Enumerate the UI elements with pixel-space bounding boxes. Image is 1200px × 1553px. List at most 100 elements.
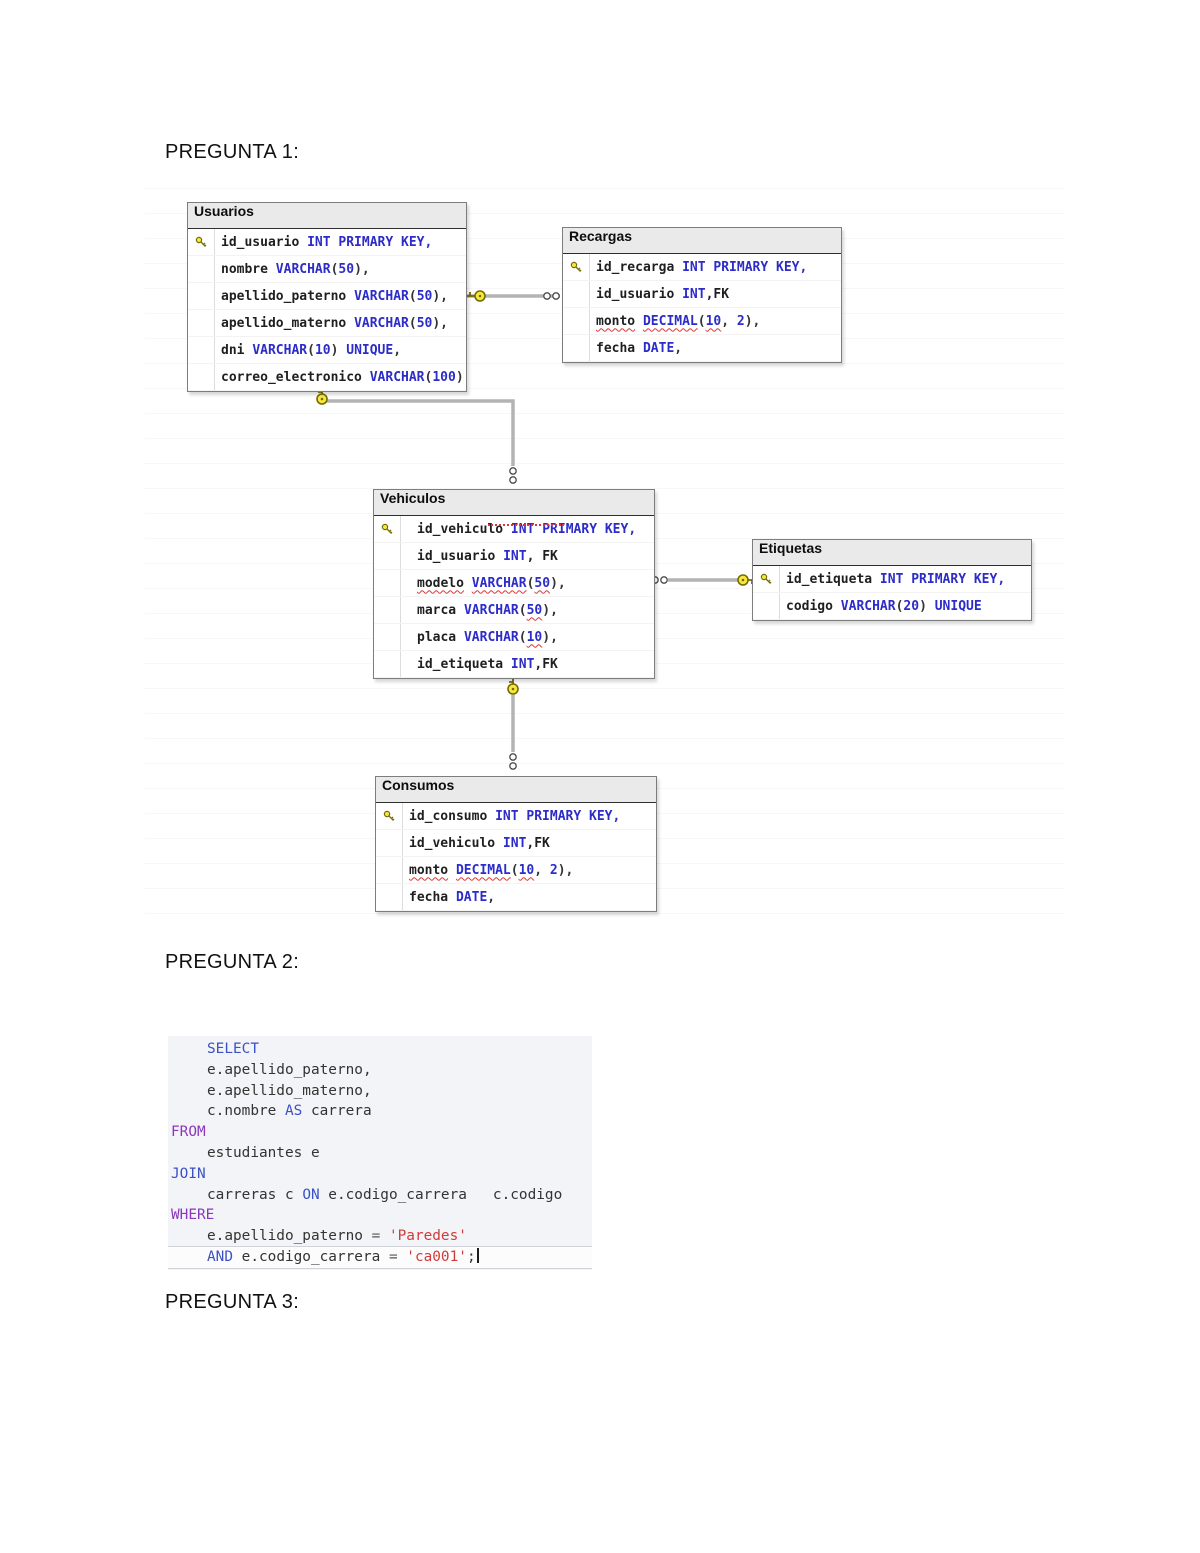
er-column-row: fecha DATE, [563, 335, 841, 362]
row-gutter [188, 256, 215, 282]
column-definition: marca VARCHAR(50), [401, 603, 558, 618]
column-definition: modelo VARCHAR(50), [401, 576, 566, 591]
text-segment: ( [518, 629, 527, 645]
text-segment: VARCHAR [354, 315, 409, 331]
text-segment: ( [526, 575, 535, 591]
text-segment: ), [542, 629, 558, 645]
row-gutter [753, 593, 780, 619]
row-gutter [188, 337, 215, 363]
row-gutter [374, 597, 401, 623]
er-column-row: apellido_materno VARCHAR(50), [188, 310, 466, 337]
column-definition: id_etiqueta INT PRIMARY KEY, [780, 572, 1005, 587]
primary-key-icon [753, 566, 780, 592]
column-definition: monto DECIMAL(10, 2), [403, 863, 573, 878]
text-segment: carreras c [207, 1186, 303, 1203]
column-definition: id_vehiculo INT,FK [403, 836, 550, 851]
text-segment: ) [330, 342, 347, 358]
text-segment: marca [417, 602, 464, 618]
text-segment: 10 [705, 313, 722, 329]
text-segment: dni [221, 342, 253, 358]
text-segment: monto [409, 862, 449, 878]
er-column-row: id_usuario INT, FK [374, 543, 654, 570]
column-definition: id_recarga INT PRIMARY KEY, [590, 260, 807, 275]
text-segment: id_recarga [596, 259, 683, 275]
er-column-row: dni VARCHAR(10) UNIQUE, [188, 337, 466, 364]
er-column-row: id_usuario INT,FK [563, 281, 841, 308]
text-segment: DATE [455, 889, 488, 905]
row-gutter [376, 857, 403, 883]
text-segment: , [721, 313, 737, 329]
text-segment: ON [302, 1186, 320, 1203]
er-column-row: id_vehiculo INT,FK [376, 830, 656, 857]
er-table-title: Recargas [563, 228, 841, 254]
text-segment: fecha [409, 889, 456, 905]
column-definition: id_usuario INT, FK [401, 549, 558, 564]
text-segment: UNIQUE [934, 598, 982, 614]
relationship-line-usuarios-vehiculos [322, 399, 515, 466]
er-table-title: Vehiculos [374, 490, 654, 516]
text-segment: VARCHAR [840, 598, 896, 614]
er-column-row: apellido_paterno VARCHAR(50), [188, 283, 466, 310]
column-definition: id_usuario INT,FK [590, 287, 729, 302]
many-circles-icon [509, 467, 517, 484]
text-segment: AS [284, 1103, 303, 1120]
text-segment [448, 863, 456, 878]
text-segment: ), [432, 288, 448, 304]
text-segment: = [388, 1248, 407, 1265]
er-column-row: nombre VARCHAR(50), [188, 256, 466, 283]
er-column-row: modelo VARCHAR(50), [374, 570, 654, 597]
text-segment: 50 [526, 602, 543, 618]
text-segment: nombre [221, 261, 276, 277]
primary-key-icon [376, 803, 403, 829]
column-definition: monto DECIMAL(10, 2), [590, 314, 760, 329]
row-gutter [376, 830, 403, 856]
text-segment: INT [502, 835, 527, 851]
er-column-row: codigo VARCHAR(20) UNIQUE [753, 593, 1031, 620]
er-column-row: id_consumo INT PRIMARY KEY, [376, 803, 656, 830]
text-segment: VARCHAR [463, 629, 519, 645]
text-segment: VARCHAR [354, 288, 409, 304]
text-segment: = [371, 1228, 389, 1245]
code-line: JOIN [168, 1164, 592, 1185]
text-segment: ( [697, 313, 706, 329]
text-segment: SELECT [207, 1041, 259, 1057]
text-segment: INT PRIMARY KEY, [682, 259, 808, 275]
text-segment: ,FK [526, 835, 550, 851]
text-segment: 2 [736, 313, 745, 329]
er-column-row: monto DECIMAL(10, 2), [376, 857, 656, 884]
er-table-vehiculos: Vehiculos id_vehiculo INT PRIMARY KEY,id… [373, 489, 655, 679]
row-gutter [374, 543, 401, 569]
text-segment: 2 [549, 862, 558, 878]
text-segment: UNIQUE [346, 342, 394, 358]
primary-key-icon [563, 254, 590, 280]
text-segment: INT [510, 656, 535, 672]
text-segment: codigo [786, 598, 841, 614]
er-table-columns: id_vehiculo INT PRIMARY KEY,id_usuario I… [374, 516, 654, 678]
text-segment: apellido_materno [221, 315, 355, 331]
text-segment: VARCHAR [369, 369, 425, 385]
text-segment: , [534, 862, 550, 878]
text-segment: INT PRIMARY KEY, [495, 808, 621, 824]
text-segment: DECIMAL [642, 313, 698, 329]
text-segment: estudiantes e [207, 1144, 320, 1161]
text-segment: 20 [903, 598, 920, 614]
er-table-title: Consumos [376, 777, 656, 803]
text-segment: ( [307, 342, 315, 358]
text-segment: ), [557, 862, 574, 878]
row-gutter [563, 335, 590, 361]
text-segment: ; [466, 1248, 476, 1265]
text-segment: 50 [338, 261, 355, 277]
text-segment: fecha [596, 340, 643, 356]
text-segment: e.apellido_paterno, [207, 1061, 372, 1078]
text-segment: 100 [432, 369, 456, 385]
text-segment: VARCHAR [275, 261, 331, 277]
column-definition: id_usuario INT PRIMARY KEY, [215, 235, 432, 250]
text-segment: id_usuario [221, 234, 308, 250]
text-segment: ( [518, 602, 527, 618]
code-line: SELECT [168, 1039, 592, 1060]
text-segment: 50 [416, 288, 433, 304]
row-gutter [374, 651, 401, 677]
code-line: estudiantes e [168, 1143, 592, 1164]
text-segment: id_usuario [417, 548, 504, 564]
